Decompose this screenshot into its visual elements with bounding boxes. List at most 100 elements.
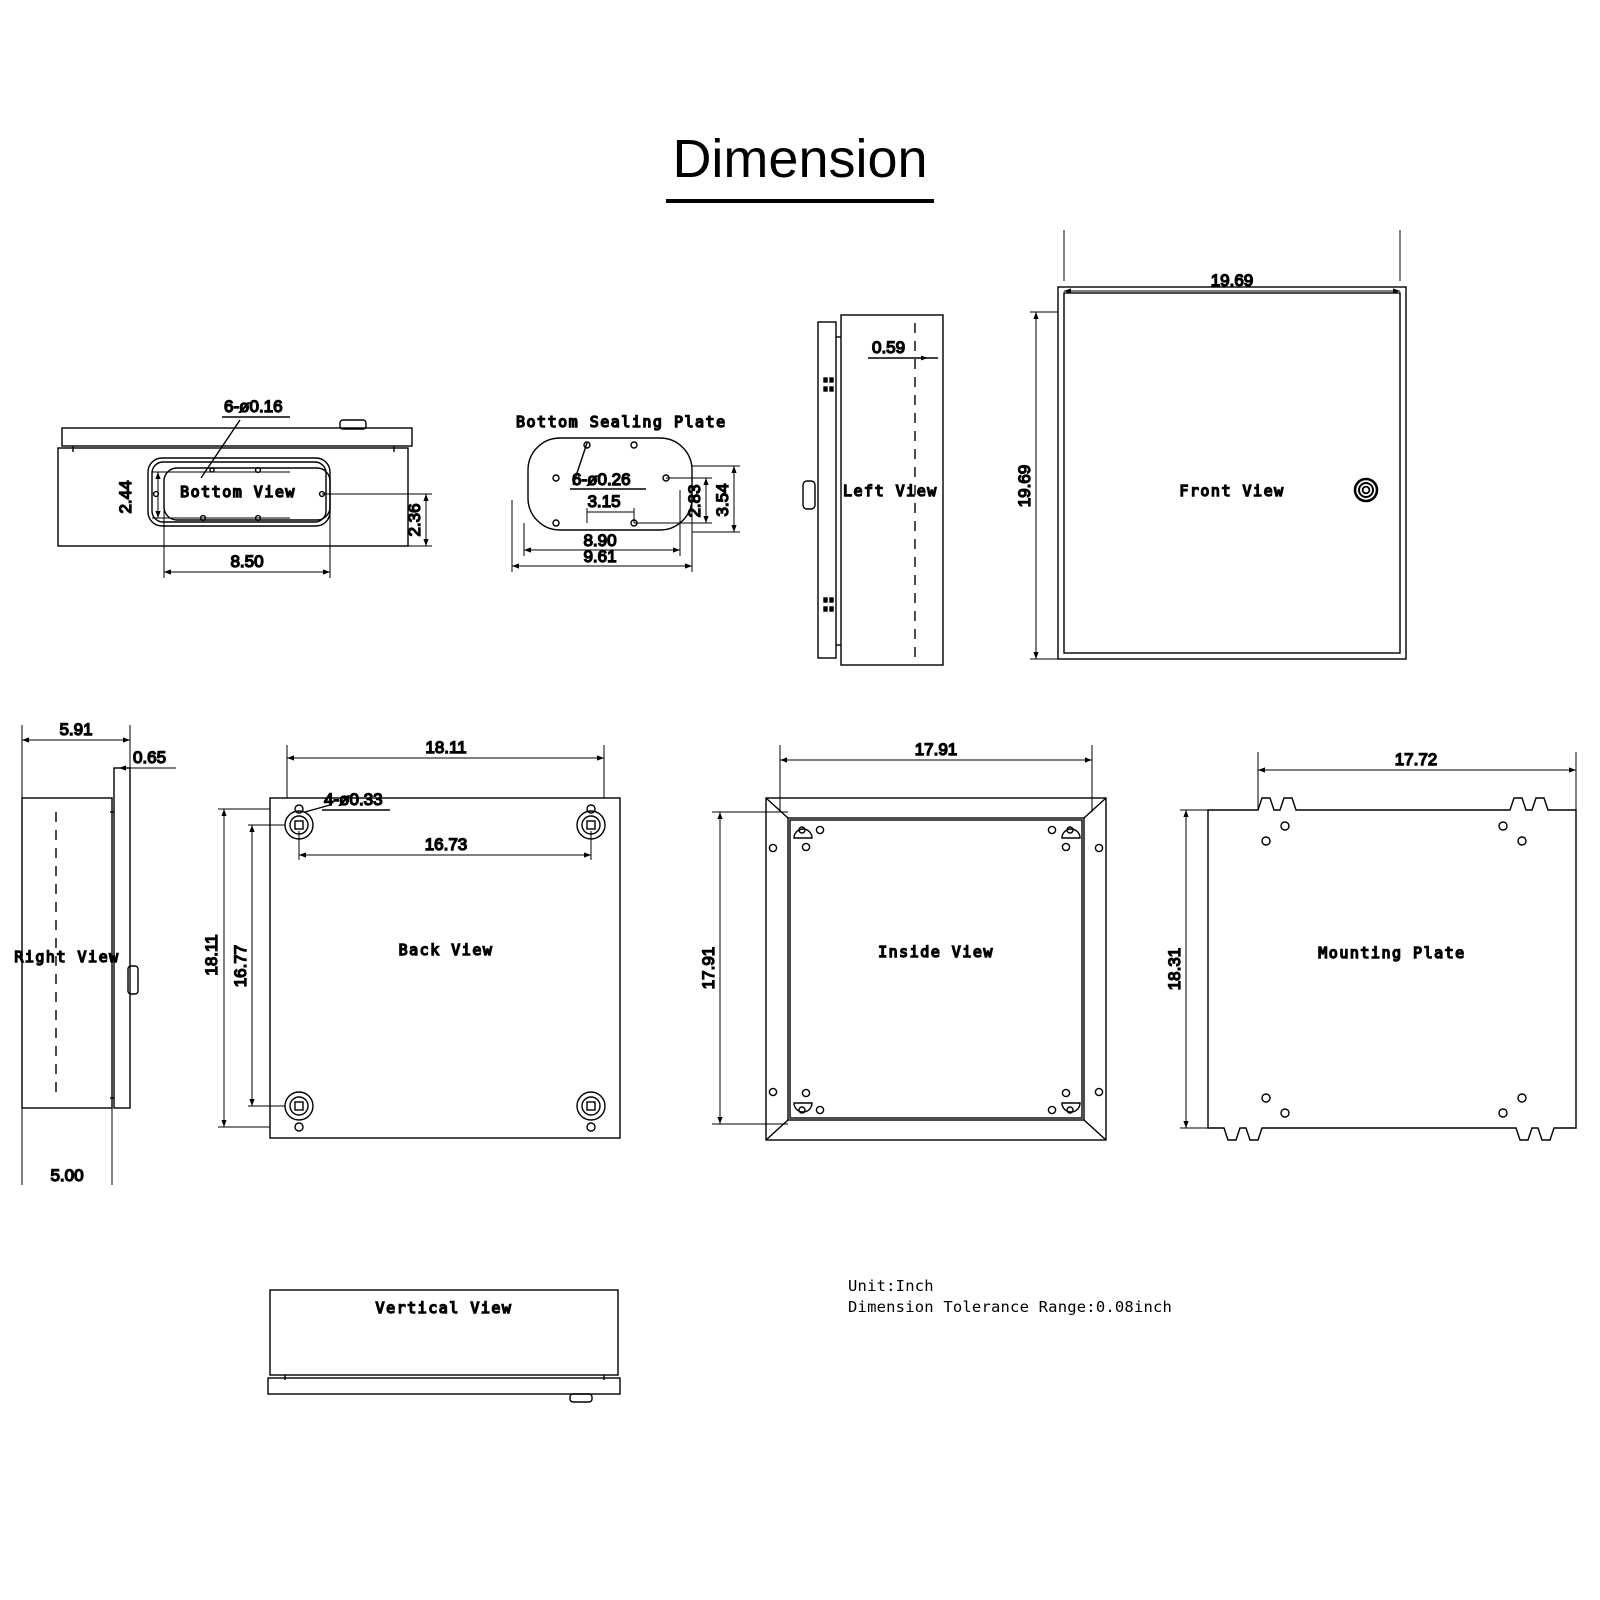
inside-hole	[815, 825, 825, 835]
bottom-callout-text: 6-ø0.16	[224, 397, 283, 416]
back-boss-square	[294, 820, 304, 830]
sealing-dim-890-text: 8.90	[583, 531, 616, 550]
vertical-flange	[267, 1377, 621, 1395]
view-label-back: Back View	[399, 941, 494, 959]
inside-hole	[1047, 1105, 1057, 1115]
arrow	[221, 809, 227, 816]
left-hinge-dot	[829, 597, 834, 603]
drawing-notes: Unit:Inch Dimension Tolerance Range:0.08…	[848, 1276, 1172, 1318]
sealing-hole	[583, 441, 591, 449]
arrow	[921, 355, 928, 361]
lock-inner-ring	[1361, 485, 1371, 495]
inside-hole	[1066, 1106, 1074, 1114]
view-front: 19.69 19.69 Front View	[1014, 230, 1407, 660]
arrow	[1183, 1121, 1189, 1128]
back-boss-br	[576, 1091, 606, 1132]
back-small-hole	[294, 1122, 304, 1132]
arrow	[123, 737, 130, 743]
view-label-bottom: Bottom View	[180, 483, 296, 501]
back-small-hole	[294, 804, 304, 814]
mounting-hole	[1517, 836, 1527, 846]
sealing-callout-text: 6-ø0.26	[572, 470, 631, 489]
inside-hole	[798, 826, 806, 834]
back-outline	[269, 797, 621, 1139]
view-label-vertical: Vertical View	[376, 1299, 513, 1317]
mounting-hole	[1498, 821, 1508, 831]
inside-stud	[1061, 1102, 1081, 1113]
lock-mid-ring	[1358, 482, 1374, 498]
left-dim-059-text: 0.59	[872, 338, 905, 357]
arrow	[584, 852, 591, 858]
bottom-aperture-outer2	[151, 461, 327, 523]
left-hinge-dot	[829, 377, 834, 383]
left-hinge-dot	[829, 386, 834, 392]
arrow	[703, 516, 709, 523]
bottom-dim-236-text: 2.36	[405, 503, 424, 536]
inside-hole	[768, 1087, 778, 1097]
inside-hole	[1094, 843, 1104, 853]
sealing-dim-283-text: 2.83	[685, 484, 704, 517]
view-inside: 17.91 17.91 Inside View	[698, 739, 1107, 1141]
arrow	[703, 478, 709, 485]
arrow	[164, 569, 171, 575]
sealing-dim-315-text: 3.15	[587, 492, 620, 511]
arrow	[119, 765, 126, 771]
inside-chamfer-bl	[765, 1119, 789, 1141]
arrow	[731, 525, 737, 532]
vertical-body	[269, 1289, 619, 1376]
inside-hole	[1061, 1088, 1071, 1098]
inside-hole	[1061, 842, 1071, 852]
bottom-dim-244-text: 2.44	[116, 480, 135, 513]
back-small-hole	[586, 1122, 596, 1132]
front-inner	[1063, 292, 1401, 654]
lock-icon	[1353, 477, 1379, 503]
left-latch-knob	[802, 480, 816, 510]
inside-corner-tr	[1047, 825, 1104, 853]
left-hinge-dot	[823, 377, 828, 383]
inside-corner-br	[1047, 1087, 1104, 1115]
back-dim-1677-text: 16.77	[231, 945, 250, 988]
left-hinge-dot	[823, 606, 828, 612]
arrow	[221, 1120, 227, 1127]
view-label-inside: Inside View	[878, 943, 994, 961]
front-outer	[1057, 286, 1407, 660]
view-left: 0.59 Left View	[802, 314, 944, 666]
back-callout-text: 4-ø0.33	[324, 790, 383, 809]
mounting-plate-outline	[1207, 797, 1577, 1141]
sealing-hole	[630, 441, 638, 449]
right-door-panel	[113, 767, 131, 1109]
view-bottom-sealing-plate: Bottom Sealing Plate 6-ø0.26 3.15 2.83 3…	[511, 412, 740, 572]
left-hinge-dot	[823, 597, 828, 603]
mp-dim-height-text: 18.31	[1165, 948, 1184, 991]
inside-hole	[815, 1105, 825, 1115]
arrow	[249, 1099, 255, 1106]
left-hinge-dot	[829, 606, 834, 612]
inside-hole	[768, 843, 778, 853]
mounting-hole	[1280, 1108, 1290, 1118]
arrow	[1258, 767, 1265, 773]
inside-inner2	[789, 819, 1083, 1119]
inside-chamfer-br	[1083, 1119, 1107, 1141]
arrow	[155, 472, 161, 479]
vertical-tab	[569, 1393, 593, 1403]
arrow	[673, 547, 680, 553]
inside-outer	[765, 797, 1107, 1141]
view-label-right: Right View	[14, 948, 119, 966]
back-boss-square	[294, 1101, 304, 1111]
back-dim-width-text: 18.11	[425, 738, 466, 757]
sealing-leader-line	[572, 442, 588, 486]
arrow	[323, 569, 330, 575]
inside-hole	[1047, 825, 1057, 835]
arrow	[780, 757, 787, 763]
view-label-mounting-plate: Mounting Plate	[1318, 944, 1465, 962]
arrow	[685, 563, 692, 569]
back-boss-ring-mid	[289, 1096, 309, 1116]
front-dim-height-text: 19.69	[1015, 465, 1034, 508]
right-dim-591-text: 5.91	[59, 720, 92, 739]
front-dim-width-text: 19.69	[1211, 271, 1254, 290]
inside-stud	[793, 1102, 813, 1113]
mounting-hole	[1498, 1108, 1508, 1118]
bottom-leader-line	[200, 419, 241, 479]
inside-corner-tl	[768, 825, 825, 853]
arrow	[22, 737, 29, 743]
